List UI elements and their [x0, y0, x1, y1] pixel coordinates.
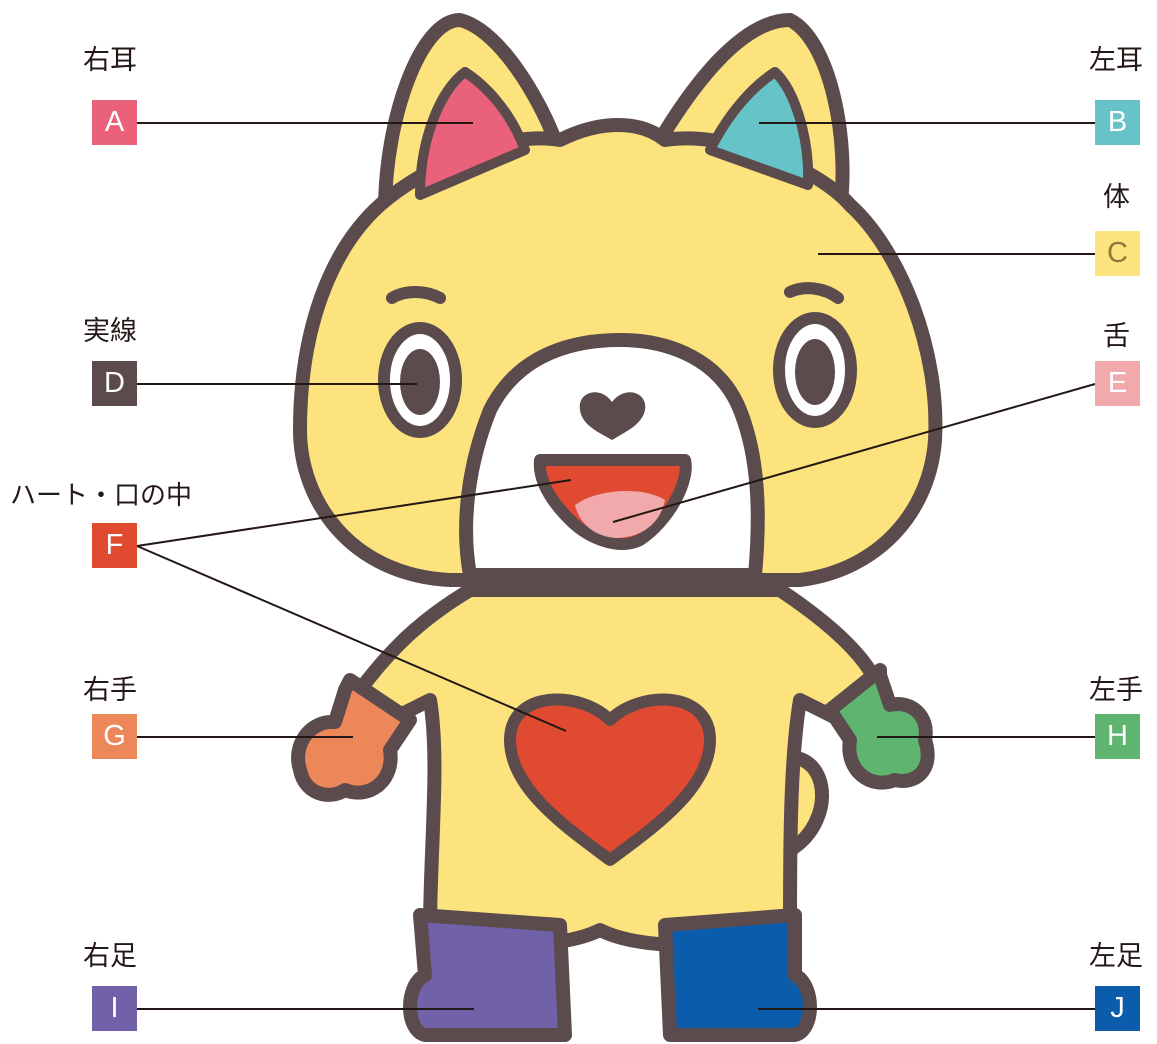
left-ear-inner — [705, 67, 814, 190]
badge-c: C — [1095, 231, 1140, 276]
badge-b: B — [1095, 100, 1140, 145]
badge-h: H — [1095, 714, 1140, 759]
left-eye-pupil — [795, 339, 835, 405]
right-ear-inner — [415, 67, 530, 200]
label-left-foot: 左足 — [1089, 941, 1143, 972]
label-right-ear: 右耳 — [83, 45, 137, 76]
label-right-foot: 右足 — [83, 941, 137, 972]
leader-line-f-mouth — [136, 479, 572, 547]
right-eye-pupil — [400, 349, 440, 415]
right-eyebrow — [386, 286, 446, 304]
label-outline: 実線 — [83, 316, 137, 347]
label-left-hand: 左手 — [1089, 675, 1143, 706]
label-left-ear: 左耳 — [1089, 45, 1143, 76]
badge-d: D — [92, 361, 137, 406]
label-tongue: 舌 — [1103, 321, 1130, 352]
leader-line-e — [612, 383, 1096, 523]
badge-f: F — [92, 523, 137, 568]
badge-g: G — [92, 714, 137, 759]
leader-line-f-heart — [136, 545, 567, 732]
badge-a: A — [92, 100, 137, 145]
nose — [579, 392, 646, 440]
badge-i: I — [92, 986, 137, 1031]
right-hand — [291, 673, 417, 802]
badge-e: E — [1095, 361, 1140, 406]
left-hand — [823, 663, 935, 790]
left-foot — [658, 908, 817, 1042]
label-heart-mouth-inside: ハート・口の中 — [10, 481, 193, 511]
heart — [504, 693, 716, 866]
label-body: 体 — [1103, 182, 1130, 213]
left-eyebrow — [784, 282, 844, 304]
right-foot — [403, 908, 572, 1042]
tongue — [575, 490, 665, 538]
leader-lines — [136, 122, 1096, 1010]
badge-j: J — [1095, 986, 1140, 1031]
label-right-hand: 右手 — [83, 675, 137, 706]
